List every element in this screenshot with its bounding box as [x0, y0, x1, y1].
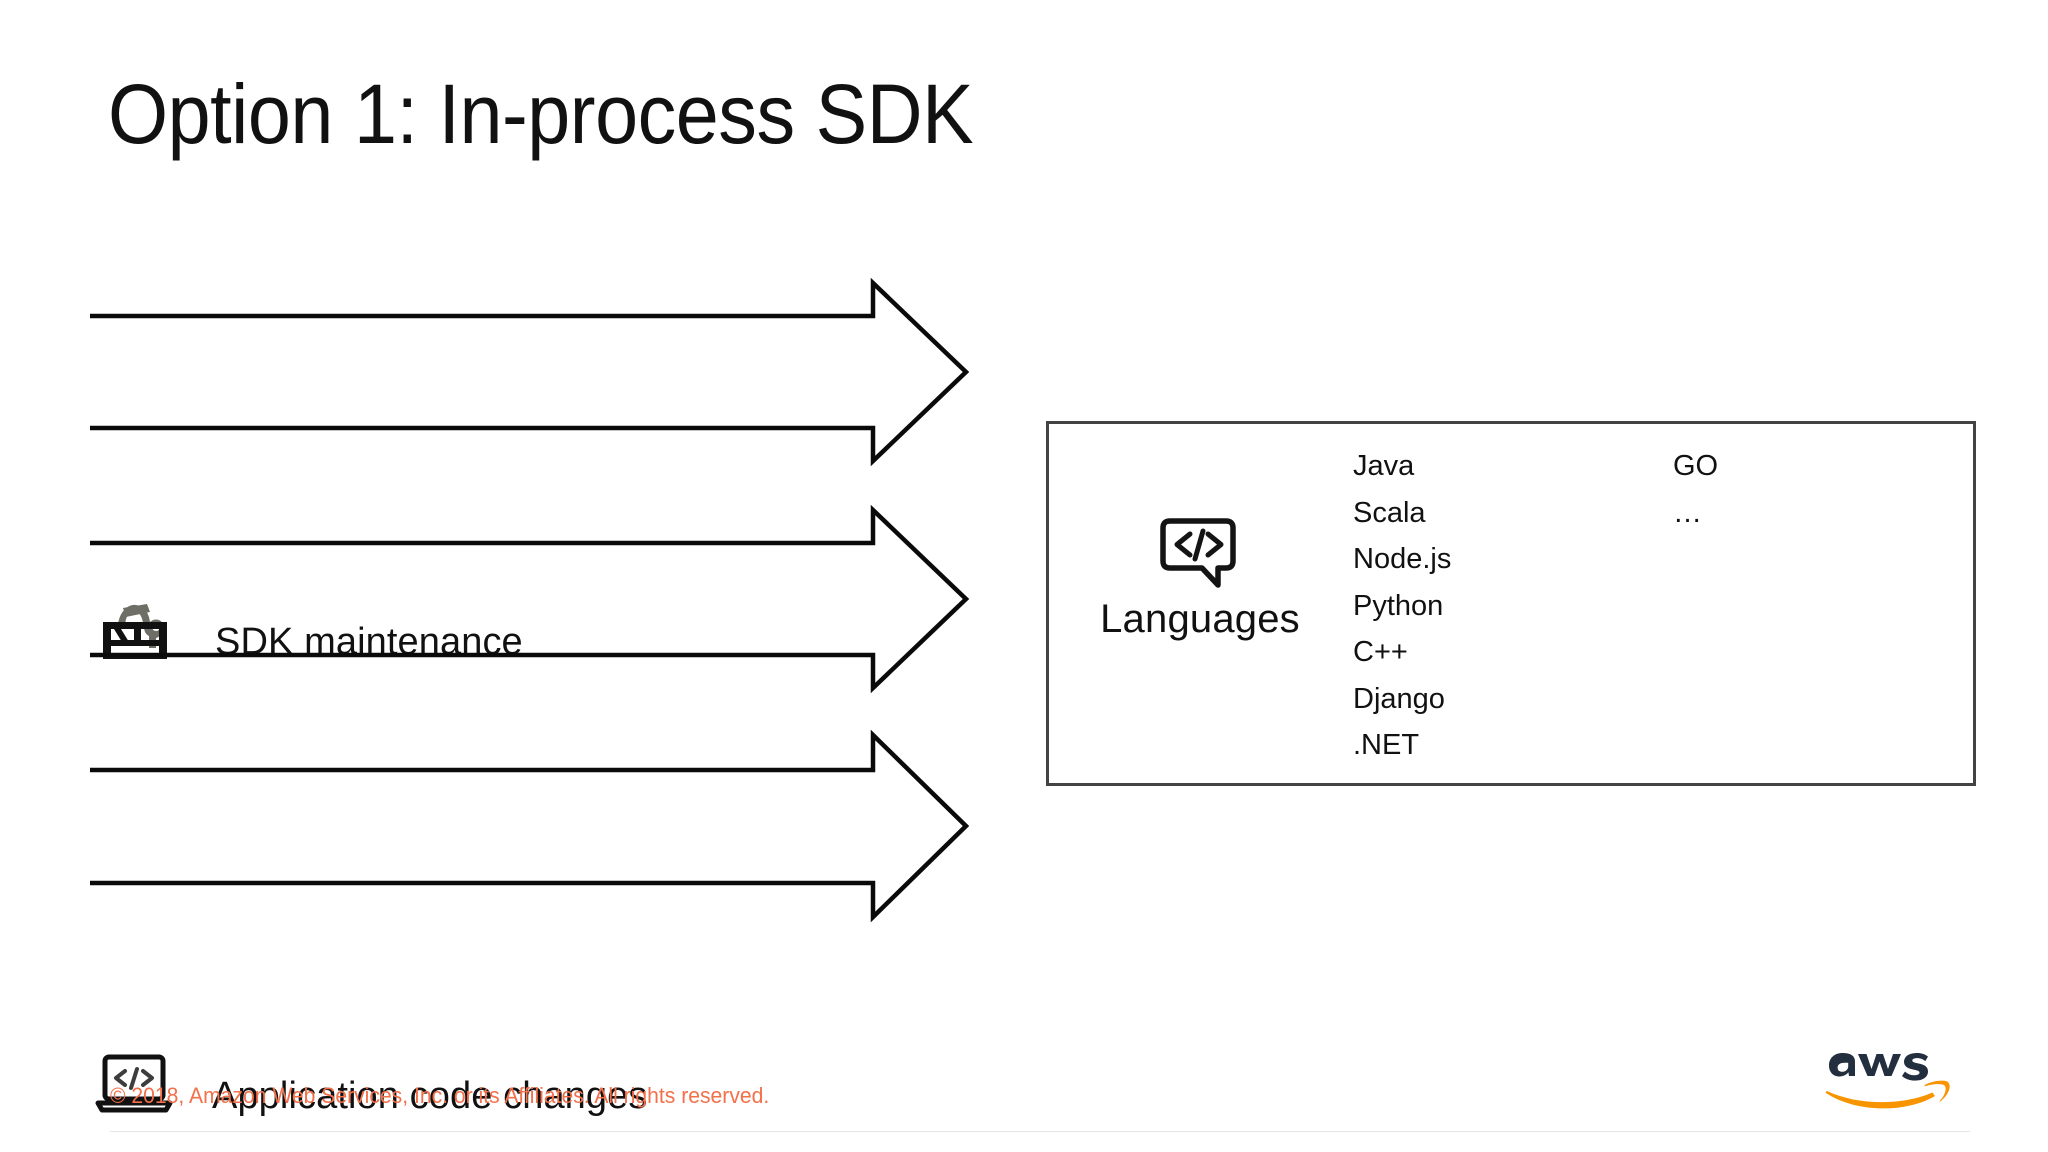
language-item: Java — [1353, 450, 1415, 482]
right-arrow-outline-icon — [90, 504, 970, 694]
footer-divider — [110, 1131, 1970, 1132]
arrow-row-application-code-changes: Application code changes — [0, 497, 1040, 1117]
arrow-row-sdk-maintenance: SDK maintenance — [0, 270, 1040, 663]
copyright-notice: © 2018, Amazon Web Services, Inc. or its… — [110, 1083, 770, 1108]
languages-column-1: Java Scala Node.js Python C++ Django .NE… — [1353, 443, 1451, 769]
right-arrow-outline-icon — [90, 729, 970, 923]
page-title: Option 1: In-process SDK — [108, 67, 974, 161]
language-item: Python — [1353, 589, 1444, 622]
language-item: .NET — [1353, 729, 1420, 761]
language-item: … — [1673, 496, 1702, 529]
laptop-code-icon — [95, 1054, 173, 1113]
aws-logo — [1825, 1053, 1950, 1109]
language-item: Scala — [1353, 496, 1426, 529]
right-arrow-outline-icon — [90, 277, 970, 467]
language-item: C++ — [1353, 636, 1408, 668]
languages-caption: Languages — [1100, 597, 1300, 641]
arrow-row-consistency-across-services: Consistency across services — [0, 723, 1040, 935]
code-speech-bubble-icon — [1160, 518, 1236, 588]
language-item: Node.js — [1353, 543, 1452, 575]
language-item: Django — [1353, 682, 1445, 715]
languages-column-2: GO … — [1673, 443, 1718, 536]
row-label-application-code-changes: Application code changes — [212, 1075, 648, 1117]
languages-label-block: Languages — [1080, 515, 1320, 642]
languages-panel — [1046, 421, 1976, 786]
language-item: GO — [1673, 450, 1719, 482]
